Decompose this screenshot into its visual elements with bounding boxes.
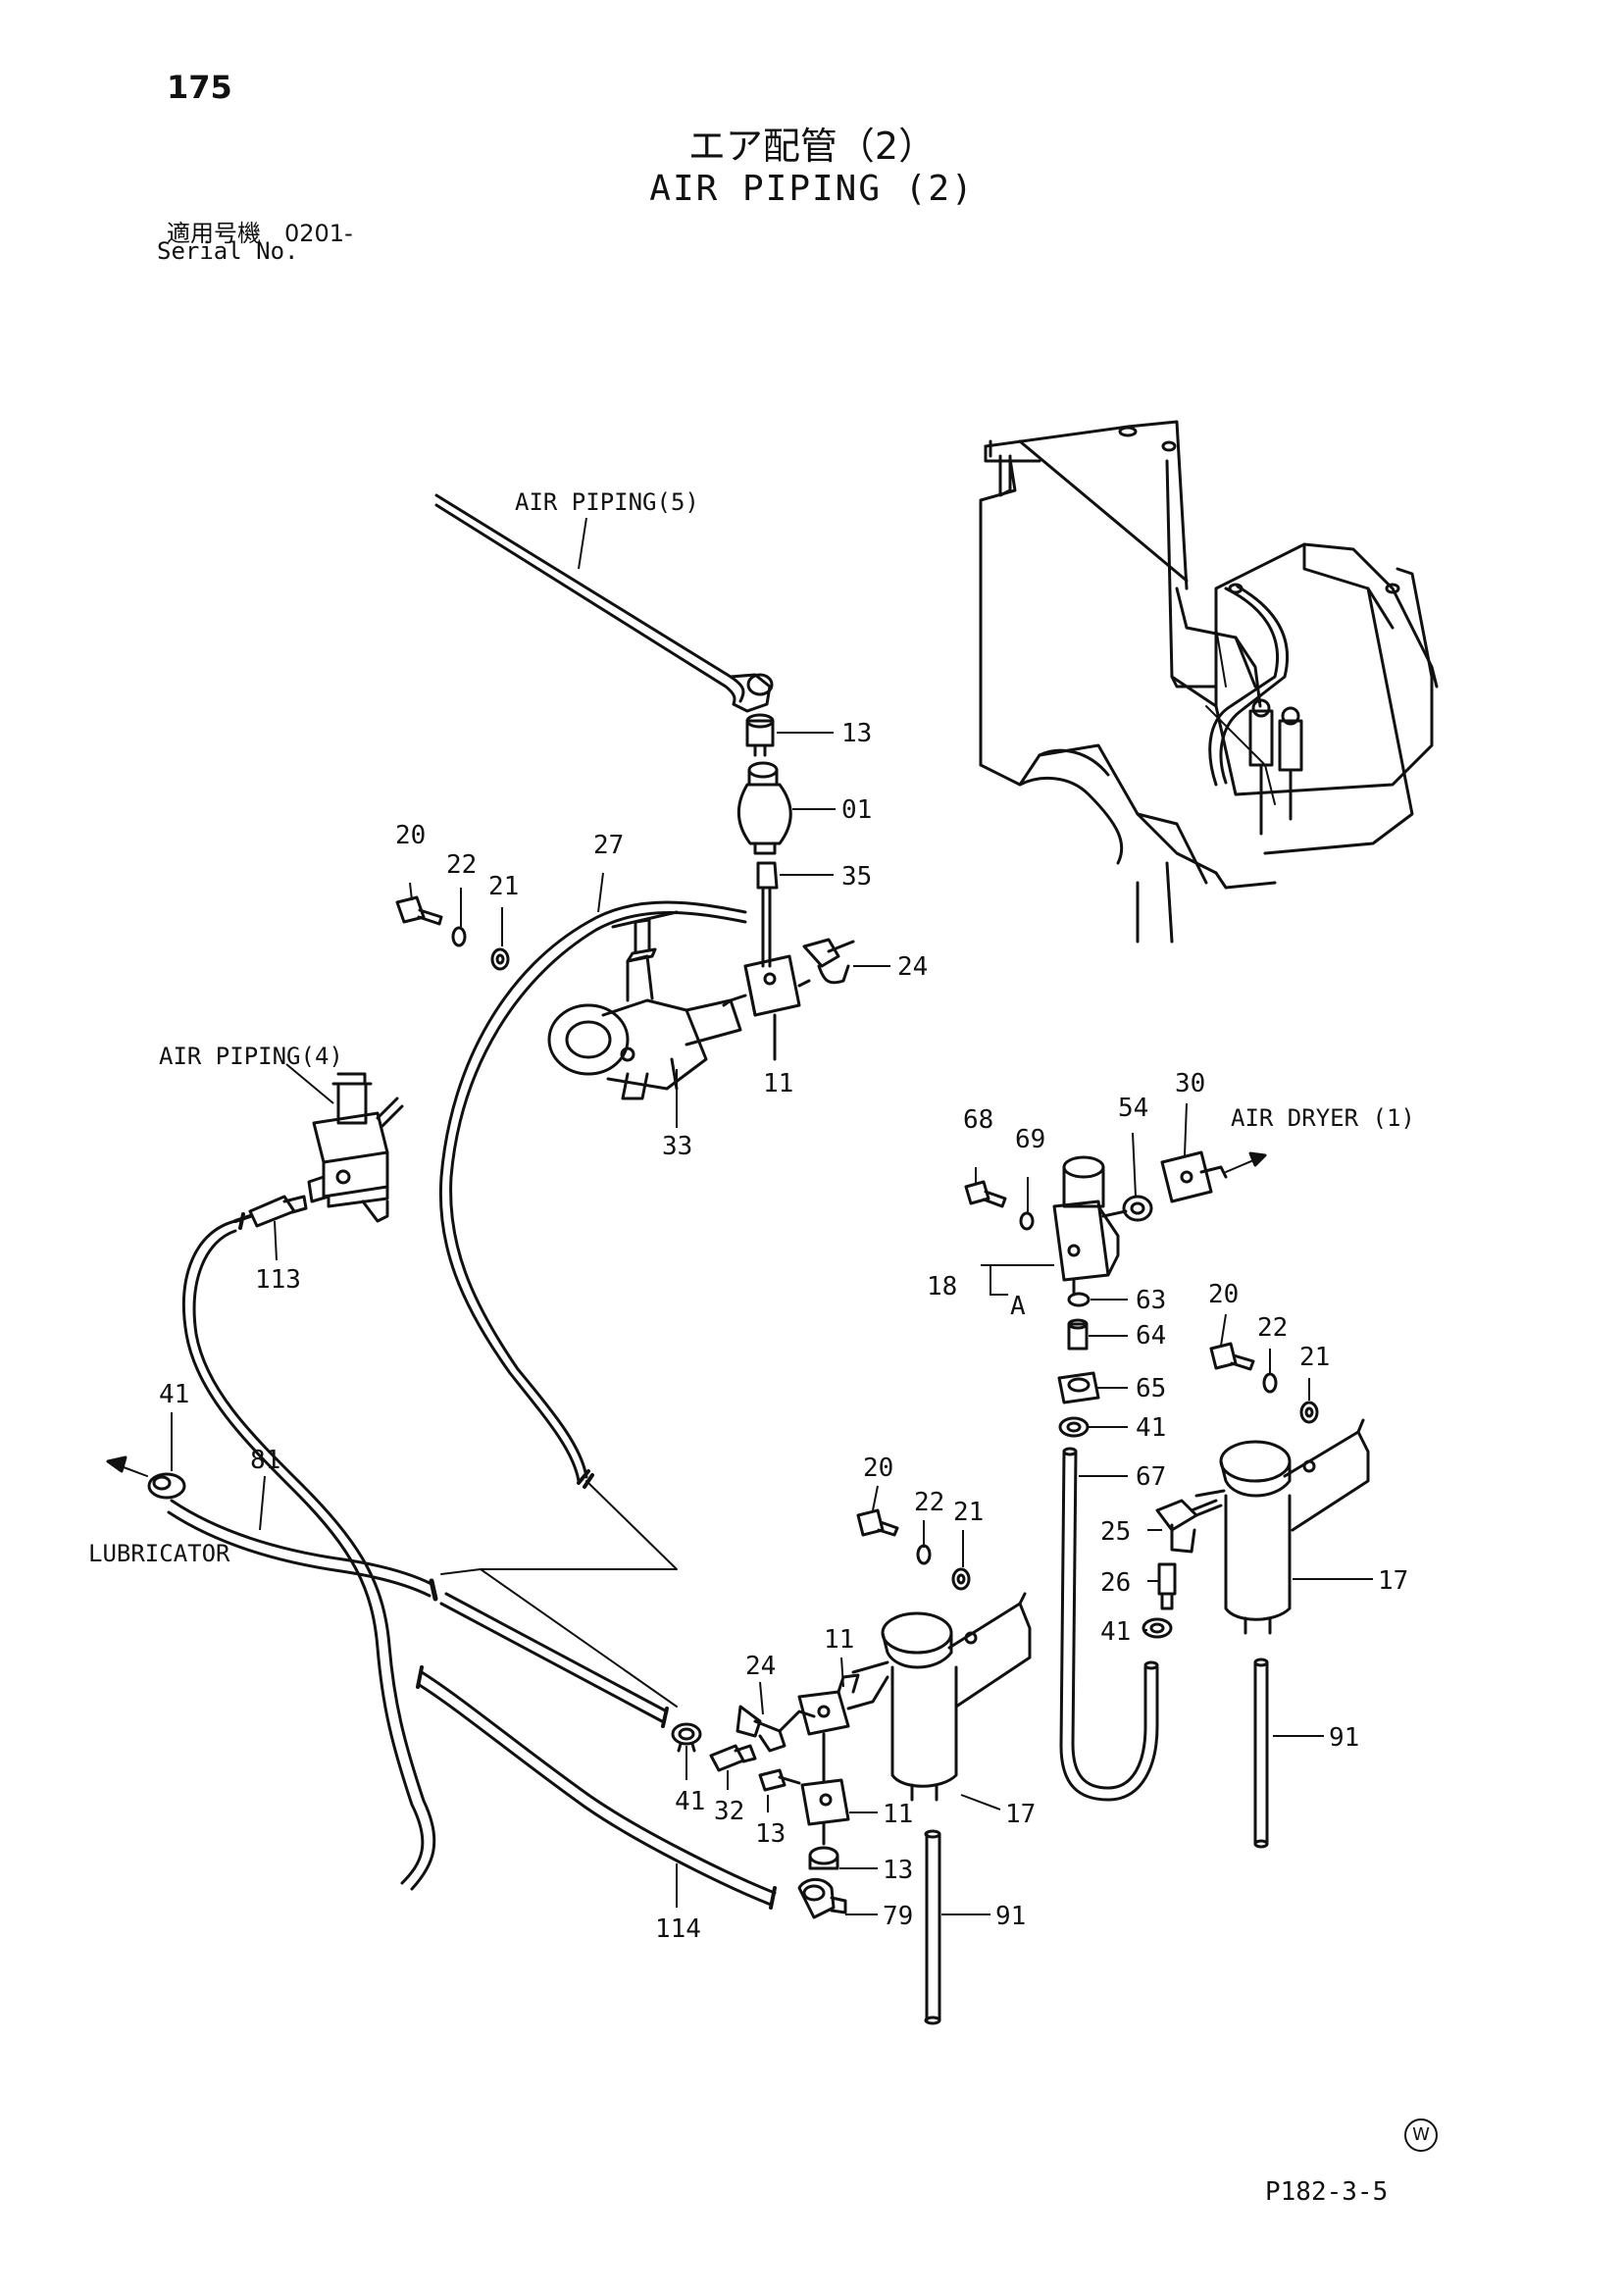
elbow-24-top	[802, 938, 855, 985]
page-title-japanese: エア配管（2）	[687, 125, 937, 168]
part-label: 30	[1175, 1069, 1205, 1098]
fitting-32	[709, 1744, 757, 1772]
part-label: 41	[1136, 1413, 1166, 1443]
part-label: 114	[655, 1914, 701, 1944]
clamp-41-right	[1142, 1617, 1173, 1639]
part-label: 22	[1257, 1313, 1288, 1343]
air-piping-5-tube	[434, 493, 774, 713]
part-label: 63	[1136, 1286, 1166, 1315]
connector-35	[756, 861, 779, 968]
part-label: 64	[1136, 1321, 1166, 1351]
drawing-code: P182-3-5	[1265, 2177, 1389, 2207]
part-label: 41	[1100, 1617, 1131, 1647]
bolt-68	[964, 1180, 1035, 1231]
part-label: 13	[755, 1819, 786, 1849]
air-piping-4-valve	[307, 1072, 404, 1223]
leader-lines	[171, 517, 1373, 1915]
part-label: 11	[883, 1800, 913, 1829]
fitting-13-bottom	[808, 1846, 839, 1870]
tube-113	[181, 1195, 436, 1891]
block-30	[1160, 1150, 1267, 1203]
part-label: 21	[953, 1498, 984, 1527]
nut-65	[1057, 1371, 1100, 1404]
filter-17-mid	[851, 1592, 1032, 1802]
clamp-41-low	[671, 1722, 702, 1753]
filter-17-right	[1194, 1418, 1370, 1635]
part-label: 24	[745, 1652, 776, 1681]
fitting-13-top	[745, 713, 775, 757]
valve-18	[1052, 1155, 1128, 1297]
part-label: 68	[963, 1105, 993, 1135]
part-label: 26	[1100, 1568, 1131, 1598]
callout-air-dryer-1: AIR DRYER (1)	[1231, 1104, 1415, 1132]
block-11-low	[800, 1778, 850, 1846]
part-label: 21	[1299, 1343, 1330, 1372]
part-label: 79	[883, 1902, 913, 1931]
bolt-set-right	[1209, 1342, 1319, 1424]
tube-67	[1059, 1447, 1159, 1802]
part-label: 27	[593, 831, 624, 860]
part-label: 69	[1015, 1125, 1045, 1154]
clamp-41-mid	[1058, 1416, 1090, 1438]
part-label: 22	[446, 850, 477, 880]
w-mark-icon: W	[1404, 2118, 1438, 2152]
part-label: 01	[841, 795, 872, 825]
serial-label: Serial No.	[157, 237, 299, 265]
tube-91-right	[1253, 1658, 1269, 1849]
tube-connector	[439, 1592, 669, 1728]
part-label: 41	[675, 1787, 705, 1816]
part-label: 22	[914, 1488, 944, 1517]
elbow-24-mid	[736, 1705, 816, 1753]
part-label: A	[1010, 1292, 1026, 1321]
part-label: 33	[662, 1132, 692, 1161]
part-label: 65	[1136, 1374, 1166, 1403]
tube-81	[106, 1455, 438, 1602]
part-label: 13	[883, 1856, 913, 1885]
part-label: 20	[863, 1454, 893, 1483]
plug-64	[1067, 1318, 1089, 1351]
element-01	[736, 761, 792, 855]
fitting-26	[1157, 1562, 1177, 1610]
part-label: 17	[1378, 1566, 1408, 1596]
elbow-79	[797, 1877, 847, 1919]
part-label: 11	[824, 1625, 854, 1655]
engine-block-drawing	[979, 420, 1439, 944]
regulator-valve-33	[547, 910, 742, 1100]
part-label: 17	[1005, 1800, 1036, 1829]
block-11-mid	[797, 1673, 889, 1782]
part-label: 20	[395, 821, 426, 850]
callout-air-piping-4: AIR PIPING(4)	[159, 1043, 343, 1070]
part-label: 41	[159, 1380, 189, 1409]
part-label: 20	[1208, 1280, 1239, 1309]
part-label: 35	[841, 862, 872, 892]
part-label: 91	[1329, 1723, 1359, 1753]
tube-91-mid	[924, 1829, 941, 2025]
washer-54	[1122, 1195, 1153, 1222]
oring-63	[1067, 1292, 1091, 1307]
part-label: 18	[927, 1272, 957, 1301]
callout-lubricator: LUBRICATOR	[88, 1540, 230, 1567]
fitting-13-low	[758, 1768, 801, 1792]
part-label: 113	[255, 1265, 301, 1295]
part-label: 24	[897, 952, 928, 982]
part-label: 11	[763, 1069, 793, 1098]
tube-27	[438, 900, 747, 1708]
serial-label-japanese: 適用号機 0201-	[167, 220, 353, 247]
bolt-set-top	[395, 895, 510, 971]
part-label: 25	[1100, 1517, 1131, 1547]
callout-air-piping-5: AIR PIPING(5)	[515, 488, 699, 516]
elbow-25	[1155, 1499, 1223, 1554]
page-title: AIR PIPING (2)	[649, 169, 975, 209]
part-label: 32	[714, 1797, 744, 1826]
part-label: 13	[841, 719, 872, 748]
page-number: 175	[167, 69, 232, 106]
part-label: 81	[250, 1446, 280, 1475]
part-label: 91	[995, 1902, 1026, 1931]
tube-114	[416, 1665, 777, 1910]
part-label: 21	[488, 872, 519, 901]
block-11-top	[722, 954, 811, 1061]
part-label: 67	[1136, 1462, 1166, 1492]
part-label: 54	[1118, 1094, 1148, 1123]
